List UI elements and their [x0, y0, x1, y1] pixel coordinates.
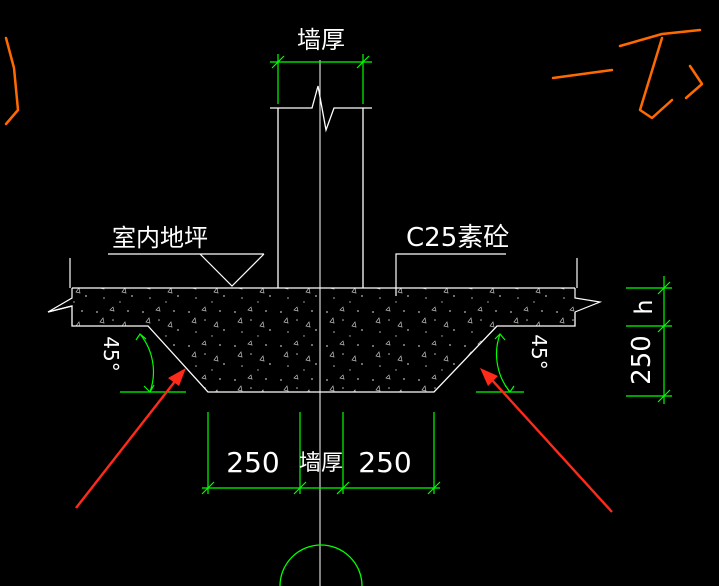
- dim-wall-top: [270, 54, 372, 104]
- red-arrow-right: [480, 368, 613, 513]
- break-mark-left: [47, 288, 73, 313]
- dim-bottom: [201, 412, 441, 495]
- angle-mark-right: [476, 333, 524, 394]
- label-dim-250-vertical: 250: [627, 335, 657, 385]
- label-wall-thickness-top: 墙厚: [297, 26, 345, 54]
- label-concrete-note: C25素砼: [406, 223, 509, 253]
- sketch-marks: [4, 28, 704, 126]
- label-angle-left: 45°: [99, 336, 123, 371]
- label-dim-center: 墙厚: [299, 451, 343, 476]
- concrete-cushion: [72, 288, 575, 392]
- break-mark-right: [574, 288, 603, 313]
- concrete-note-leader: [395, 253, 506, 296]
- axis-bubble: [279, 544, 363, 586]
- label-dim-right: 250: [358, 446, 411, 479]
- cushion-outline: [47, 305, 576, 393]
- label-indoor-floor: 室内地坪: [112, 224, 208, 252]
- red-arrow-left: [75, 368, 186, 509]
- label-dim-left: 250: [226, 446, 279, 479]
- label-angle-right: 45°: [527, 334, 551, 369]
- dim-right: [626, 276, 672, 404]
- wall: [270, 85, 372, 288]
- floor-level-marker: [108, 253, 265, 287]
- label-dim-h: h: [630, 299, 658, 314]
- angle-mark-left: [120, 333, 186, 393]
